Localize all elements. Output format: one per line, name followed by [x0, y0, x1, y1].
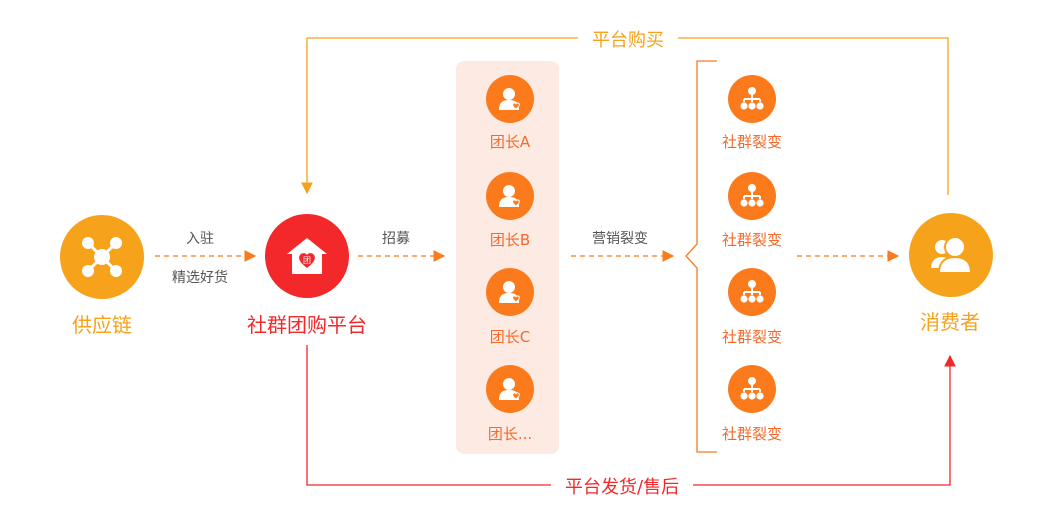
- user-heart-icon: [486, 268, 534, 316]
- delivery-loop-line: [306, 345, 956, 486]
- supply-chain-node[interactable]: [60, 215, 144, 299]
- user-heart-icon: [486, 75, 534, 123]
- recruit-label: 招募: [382, 231, 410, 247]
- fission-label: 社群裂变: [721, 328, 782, 346]
- curated-goods-label: 精选好货: [172, 270, 228, 286]
- consumer-node[interactable]: [909, 213, 993, 297]
- marketing-fission-label: 营销裂变: [592, 231, 648, 247]
- consumer-label: 消费者: [920, 310, 980, 334]
- join-label: 入驻: [186, 231, 214, 247]
- org-tree-icon: [728, 365, 776, 413]
- fission-label: 社群裂变: [721, 133, 782, 151]
- fission-label: 社群裂变: [721, 425, 782, 443]
- platform-delivery-label: 平台发货/售后: [551, 473, 694, 499]
- leader-label: 团长...: [487, 425, 533, 443]
- users-icon: [928, 236, 973, 274]
- network-nodes-icon: [82, 237, 122, 277]
- house-heart-icon: 团: [287, 238, 327, 274]
- fission-brace: [685, 60, 717, 453]
- platform-node[interactable]: 团: [265, 214, 349, 298]
- fission-label: 社群裂变: [721, 231, 782, 249]
- leader-label: 团长A: [489, 133, 531, 151]
- purchase-loop-line: [301, 37, 949, 195]
- supply-chain-label: 供应链: [72, 313, 132, 337]
- user-heart-icon: [486, 172, 534, 220]
- user-heart-icon: [486, 365, 534, 413]
- org-tree-icon: [728, 268, 776, 316]
- leader-label: 团长B: [489, 231, 531, 249]
- platform-badge: 团: [303, 256, 311, 265]
- leader-label: 团长C: [489, 328, 531, 346]
- platform-label: 社群团购平台: [247, 313, 367, 337]
- org-tree-icon: [728, 75, 776, 123]
- platform-purchase-label: 平台购买: [578, 26, 678, 52]
- org-tree-icon: [728, 172, 776, 220]
